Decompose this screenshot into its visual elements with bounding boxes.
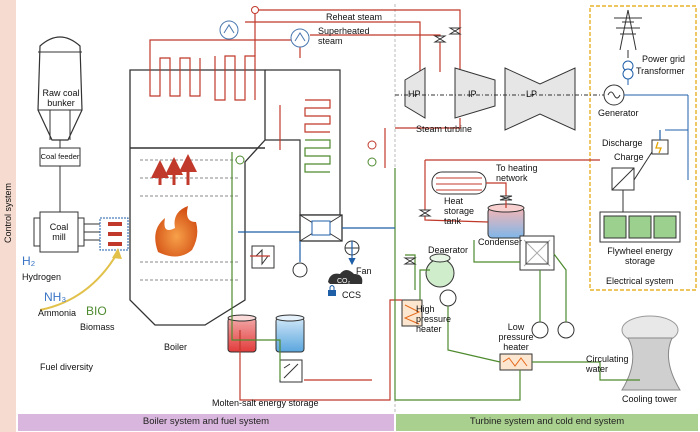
gauge-needle-icon: [294, 32, 306, 42]
fan-label: Fan: [356, 266, 372, 276]
coal-feeder-label: Coal feeder: [40, 152, 80, 161]
gauge-needle-icon: [223, 24, 235, 34]
fuel-arrow: [39, 251, 119, 311]
steam-turbine: [395, 67, 615, 131]
high-pressure-heater: [401, 299, 423, 327]
raw-coal-bunker-label: Raw coal bunker: [42, 88, 80, 108]
turbine-band: [396, 414, 698, 431]
boiler-band: [18, 414, 394, 431]
electrical-box: [589, 5, 697, 291]
valve-node: [367, 157, 377, 167]
high-pressure-heater-label: High pressure heater: [416, 304, 452, 334]
fuel-arrowhead: [112, 248, 122, 259]
cooling-tower-label: Cooling tower: [622, 394, 678, 404]
boiler-band-label: Boiler system and fuel system: [142, 416, 270, 427]
ammonia-symbol: NH₃: [44, 290, 67, 304]
ammonia-label: Ammonia: [38, 308, 77, 318]
molten-salt-tanks: [227, 314, 305, 383]
cooling-tower-icon: [621, 315, 681, 391]
gauge-icon: [290, 28, 310, 48]
biomass-symbol: BIO: [86, 304, 107, 318]
control-system-label: Control system: [3, 182, 13, 244]
power-grid-label: Power grid: [642, 54, 686, 64]
superheated-steam-label: Superheated steam: [318, 26, 370, 46]
hydrogen-symbol: H₂: [22, 254, 36, 268]
heat-storage-tank: [487, 203, 525, 239]
valve-icon: [418, 209, 432, 217]
gauge-icon: [219, 20, 239, 40]
condenser-label: Condenser: [478, 237, 523, 247]
valve-icon: [499, 195, 513, 201]
burners-left: [99, 217, 129, 251]
economizer-coils: [304, 139, 331, 173]
ip-label: IP: [468, 89, 477, 99]
fan-icon: [292, 262, 308, 278]
flywheel-storage: [599, 211, 681, 243]
power-grid-tower-icon: [614, 9, 642, 58]
heat-exchanger: [431, 171, 487, 195]
coal-mill-label: Coal mill: [49, 222, 69, 242]
heat-storage-tank-label: Heat storage tank: [444, 196, 475, 226]
salt-heat-exchanger: [251, 245, 275, 269]
generator-label: Generator: [598, 108, 639, 118]
control-strip: [0, 0, 16, 432]
boiler-flame: [155, 206, 198, 257]
valve-node: [235, 155, 245, 165]
flue-gas-pipes: [238, 130, 661, 266]
lp-label: LP: [526, 89, 538, 99]
heating-network-label: To heating network: [496, 163, 538, 183]
ccs-cloud-icon: [328, 270, 363, 284]
steam-pipes: [239, 118, 600, 401]
charge-discharge: [611, 139, 669, 212]
co2-symbol: CO₂: [337, 278, 351, 285]
deaerator: [425, 253, 457, 307]
low-pressure-heater: [499, 353, 533, 371]
ccs-label: CCS: [342, 290, 362, 300]
molten-salt-label: Molten-salt energy storage: [212, 398, 319, 408]
coal-mill: [33, 211, 100, 253]
transformer-label: Transformer: [636, 66, 685, 76]
reheat-steam-label: Reheat steam: [326, 12, 383, 22]
valve-icon: [448, 27, 462, 35]
transformer: [622, 60, 689, 180]
hp-label: HP: [408, 89, 421, 99]
flywheel-label: Flywheel energy storage: [607, 246, 673, 266]
heat-arrows: [151, 154, 197, 185]
raw-coal-bunker: [37, 36, 83, 212]
steam-turbine-label: Steam turbine: [416, 124, 473, 134]
discharge-label: Discharge: [602, 138, 643, 148]
charge-label: Charge: [614, 152, 644, 162]
circulating-water-label: Circulating water: [586, 354, 629, 374]
electrical-system-label: Electrical system: [606, 276, 674, 286]
superheater-coils: [149, 39, 331, 150]
boiler-label: Boiler: [164, 342, 188, 352]
water-pipes: [231, 152, 640, 401]
air-preheater: [299, 214, 343, 242]
valve-node: [251, 6, 259, 14]
biomass-label: Biomass: [80, 322, 115, 332]
valve-icon: [403, 257, 417, 265]
valve-node: [367, 140, 377, 150]
fuel-diversity-label: Fuel diversity: [40, 362, 94, 372]
deaerator-label: Deaerator: [428, 245, 469, 255]
lock-icon: [328, 285, 336, 296]
condenser: [519, 235, 575, 339]
valve-icon: [433, 35, 447, 43]
low-pressure-heater-label: Low pressure heater: [498, 322, 534, 352]
hydrogen-label: Hydrogen: [22, 272, 62, 282]
reheat-steam-line: [240, 9, 461, 72]
generator: [603, 84, 625, 106]
turbine-band-label: Turbine system and cold end system: [469, 416, 625, 427]
